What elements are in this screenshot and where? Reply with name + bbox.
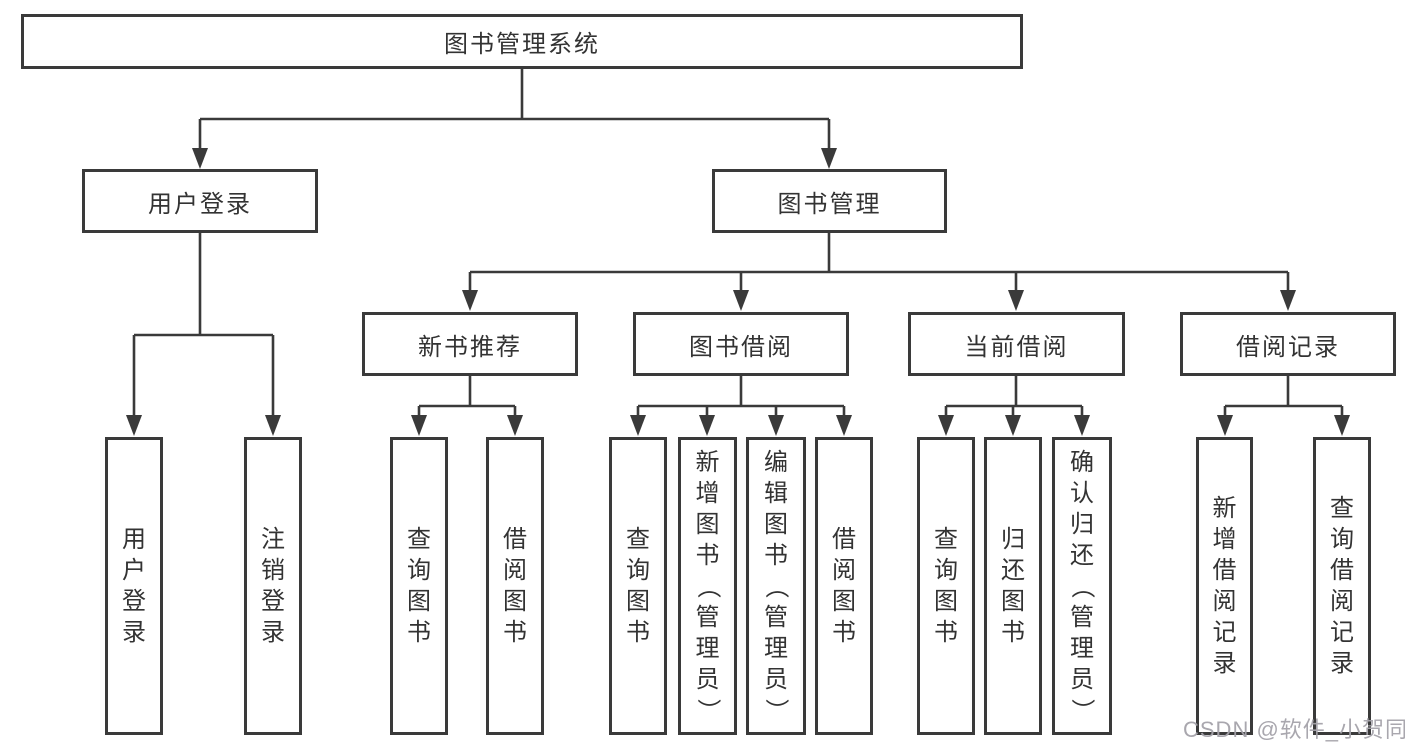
leaf-query-books-recommend: 查询图书 (390, 437, 448, 735)
node-book-management: 图书管理 (712, 169, 947, 233)
csdn-watermark: CSDN @软件_小贺同学 (1183, 717, 1405, 742)
arrowhead-down-icon (265, 415, 281, 436)
node-user-login-label: 用户登录 (148, 190, 252, 218)
arrowhead-down-icon (836, 415, 852, 436)
arrowhead-down-icon (507, 415, 523, 436)
node-current-borrowing-label: 当前借阅 (964, 333, 1069, 361)
arrowhead-down-icon (462, 290, 478, 311)
leaf-return-book: 归还图书 (984, 437, 1042, 735)
node-root: 图书管理系统 (21, 14, 1023, 69)
node-new-book-recommend-label: 新书推荐 (418, 333, 522, 361)
arrowhead-down-icon (1005, 415, 1021, 436)
node-user-login: 用户登录 (82, 169, 318, 233)
leaf-query-books-borrowing: 查询图书 (609, 437, 667, 735)
leaf-add-borrow-record: 新增借阅记录 (1196, 437, 1253, 735)
arrowhead-down-icon (938, 415, 954, 436)
arrowhead-down-icon (1280, 290, 1296, 311)
arrowhead-down-icon (126, 415, 142, 436)
node-borrowing-records: 借阅记录 (1180, 312, 1396, 376)
leaf-add-book-admin: 新增图书（管理员） (678, 437, 737, 735)
arrowhead-down-icon (768, 415, 784, 436)
leaf-user-login: 用户登录 (105, 437, 163, 735)
node-book-borrowing-label: 图书借阅 (689, 333, 793, 361)
leaf-edit-book-admin: 编辑图书（管理员） (746, 437, 806, 735)
arrowhead-down-icon (411, 415, 427, 436)
arrowhead-down-icon (192, 148, 208, 169)
leaf-query-books-current: 查询图书 (917, 437, 975, 735)
node-book-borrowing: 图书借阅 (633, 312, 849, 376)
arrowhead-down-icon (699, 415, 715, 436)
arrowhead-down-icon (1217, 415, 1233, 436)
arrowhead-down-icon (1008, 290, 1024, 311)
arrowhead-down-icon (1334, 415, 1350, 436)
leaf-borrow-books: 借阅图书 (815, 437, 873, 735)
node-root-label: 图书管理系统 (444, 31, 600, 58)
leaf-borrow-books-recommend: 借阅图书 (486, 437, 544, 735)
leaf-query-borrow-record: 查询借阅记录 (1313, 437, 1371, 735)
arrowhead-down-icon (630, 415, 646, 436)
node-borrowing-records-label: 借阅记录 (1236, 333, 1340, 361)
arrowhead-down-icon (821, 148, 837, 169)
node-new-book-recommend: 新书推荐 (362, 312, 578, 376)
node-book-management-label: 图书管理 (777, 190, 882, 218)
leaf-logout: 注销登录 (244, 437, 302, 735)
arrowhead-down-icon (733, 290, 749, 311)
arrowhead-down-icon (1074, 415, 1090, 436)
node-current-borrowing: 当前借阅 (908, 312, 1125, 376)
leaf-confirm-return-admin: 确认归还（管理员） (1052, 437, 1112, 735)
